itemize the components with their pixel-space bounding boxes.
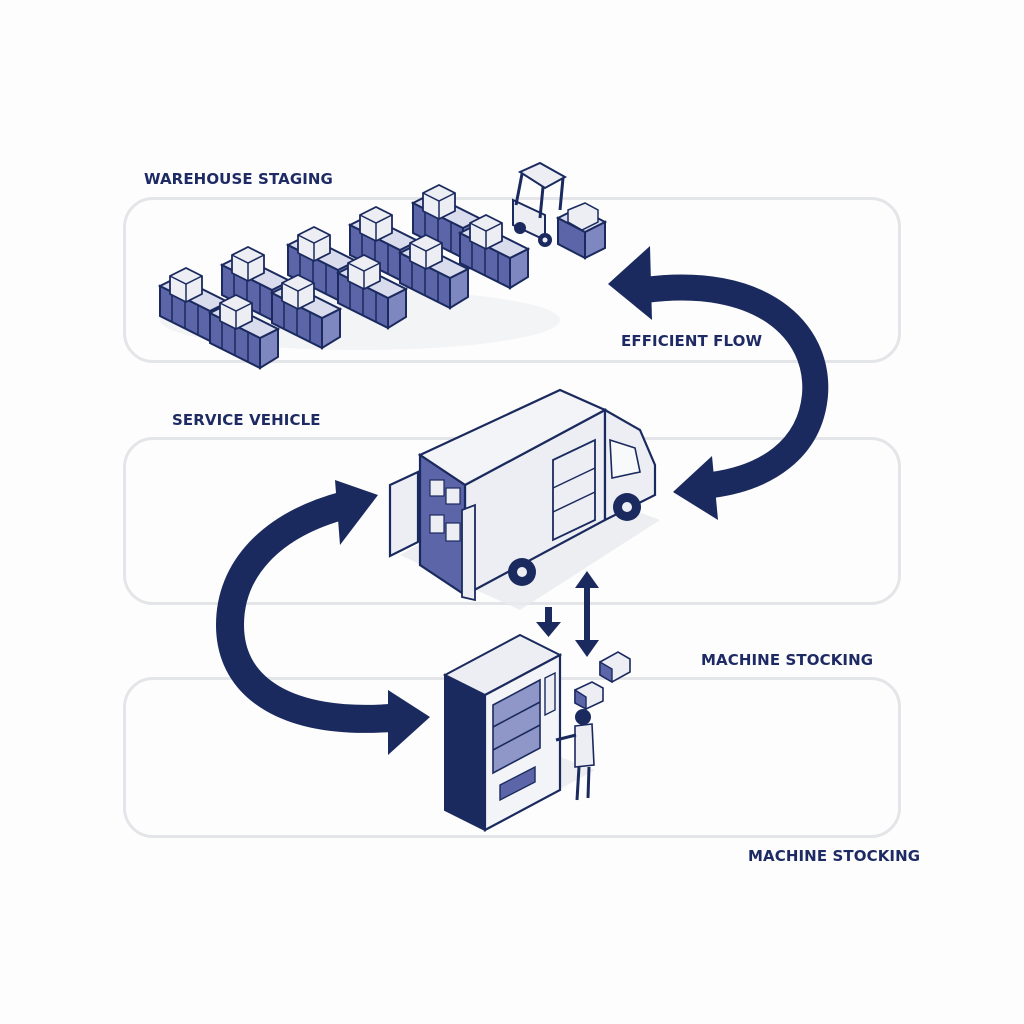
arrowhead-up-left-icon [608,246,652,320]
floating-box-icon [599,651,631,684]
warehouse-bins-illustration [159,184,560,369]
service-vehicle-label: SERVICE VEHICLE [172,411,321,429]
machine-stocking-label-top: MACHINE STOCKING [701,651,874,669]
transfer-double-arrow[interactable] [575,571,599,657]
warehouse-staging-label: WAREHOUSE STAGING [144,170,333,188]
arrowhead-up-right-icon [335,480,378,545]
arrowhead-down-left-icon [673,456,718,520]
forklift-icon [512,161,608,260]
worker-icon [555,709,595,801]
efficient-flow-arrow[interactable] [608,246,829,520]
vending-machine-illustration [442,633,595,832]
floating-box-icon [574,681,604,711]
unload-down-arrow[interactable] [536,607,561,637]
arrowhead-right-icon [388,690,430,755]
machine-stocking-label-bottom: MACHINE STOCKING [748,847,921,865]
vehicle-machine-loop-arrow[interactable] [215,480,430,755]
service-van-illustration [388,388,660,610]
efficient-flow-label: EFFICIENT FLOW [621,332,763,350]
